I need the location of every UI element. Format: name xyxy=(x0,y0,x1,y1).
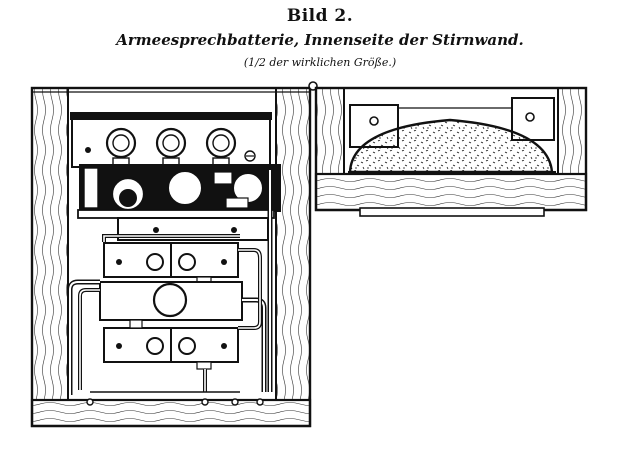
binding-post xyxy=(155,127,187,167)
binding-post xyxy=(105,127,137,167)
section-right-post xyxy=(557,87,587,175)
terminal-strip-upper xyxy=(103,242,239,285)
front-wall-assembly xyxy=(30,81,318,428)
side-section-assembly xyxy=(314,86,588,217)
section-bottom-board xyxy=(314,172,588,212)
binding-post xyxy=(205,127,237,167)
binding-post-board xyxy=(70,112,272,168)
section-bracket-right xyxy=(511,97,555,141)
terminal-strip-lower xyxy=(103,319,239,370)
section-left-post xyxy=(315,87,345,175)
wall-bottom-board xyxy=(30,398,312,428)
mechanism-block xyxy=(79,164,281,212)
center-component xyxy=(99,281,243,321)
wiring-harness xyxy=(67,170,273,395)
figure-title: Armeesprechbatterie, Innenseite der Stir… xyxy=(116,31,524,49)
battery-cell-dome xyxy=(348,118,556,174)
wall-left-post xyxy=(31,87,69,401)
figure-scale-note: (1/2 der wirklichen Größe.) xyxy=(243,56,397,69)
wall-right-post xyxy=(275,87,311,401)
figure-number: Bild 2. xyxy=(286,6,354,26)
